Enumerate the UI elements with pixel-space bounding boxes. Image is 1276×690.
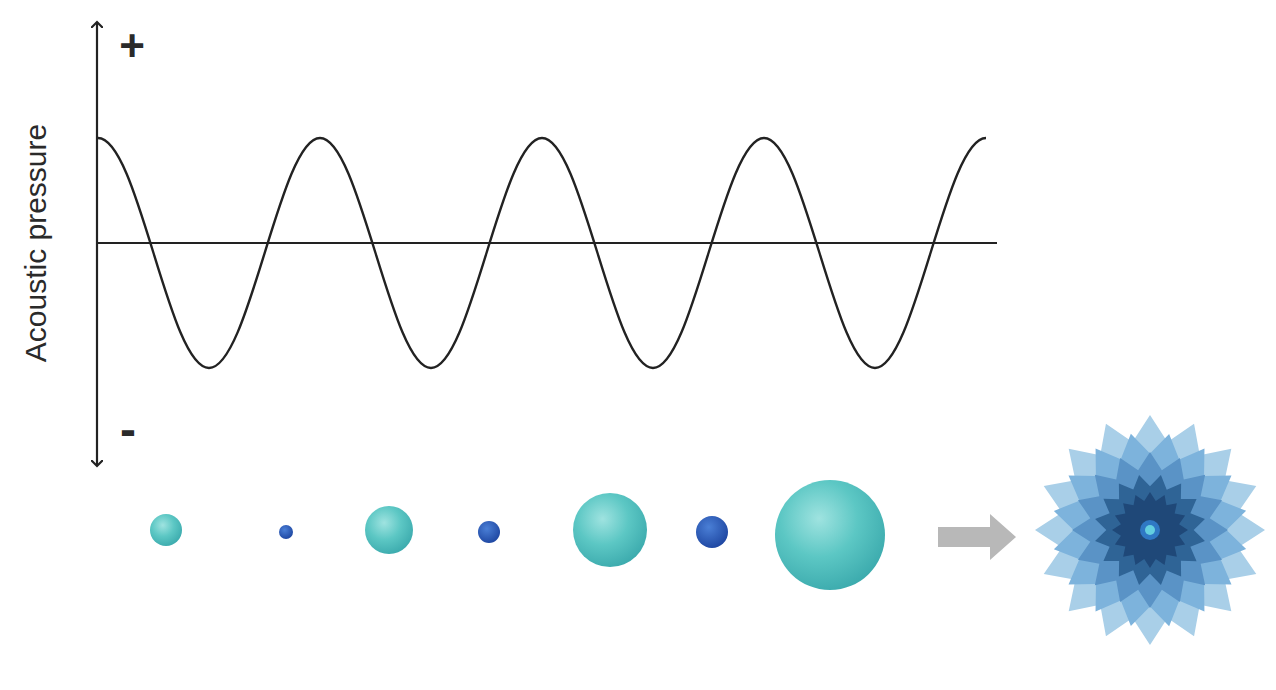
baseline: [97, 242, 997, 244]
axis-sign: +: [119, 24, 145, 68]
progress-arrow: [938, 514, 1016, 560]
axis-sign: -: [120, 406, 136, 454]
pressure-wave: [98, 138, 986, 368]
bubbles: [150, 480, 885, 590]
bubble-implosion: [1035, 415, 1265, 645]
axis-label: Acoustic pressure: [21, 124, 51, 362]
